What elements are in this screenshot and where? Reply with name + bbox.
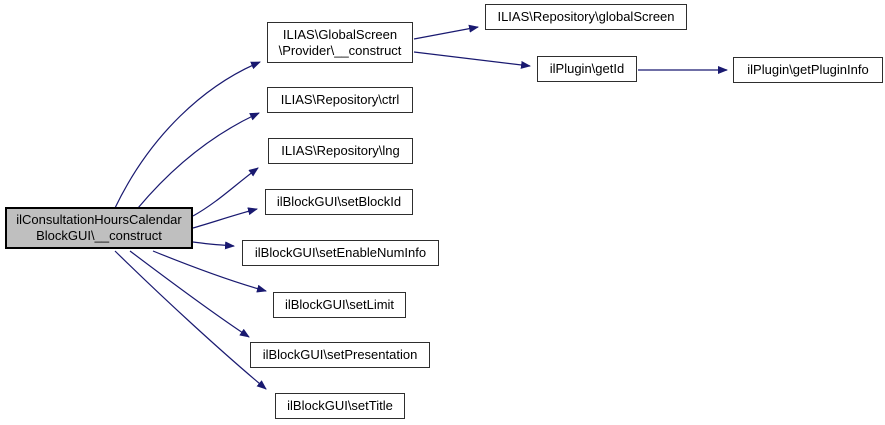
node-label: ILIAS\Repository\globalScreen — [497, 9, 675, 24]
edge-provider-globalscreen — [413, 24, 479, 40]
node-label: ilBlockGUI\setBlockId — [276, 194, 402, 209]
node-label: ILIAS\Repository\lng — [281, 143, 400, 158]
node-ilias-repository-ctrl[interactable]: ILIAS\Repository\ctrl — [267, 87, 413, 113]
node-ilconsultationhourscalendarblockgui-construct: ilConsultationHoursCalendar BlockGUI\__c… — [5, 207, 193, 249]
node-ilias-repository-lng[interactable]: ILIAS\Repository\lng — [268, 138, 413, 164]
node-ilblockgui-setlimit[interactable]: ilBlockGUI\setLimit — [273, 292, 406, 318]
node-label: ilBlockGUI\setEnableNumInfo — [254, 245, 427, 260]
edge-root-setenablenuminfo — [192, 241, 235, 250]
node-ilplugin-getplugininfo[interactable]: ilPlugin\getPluginInfo — [733, 57, 883, 83]
node-ilblockgui-setenablenuminfo[interactable]: ilBlockGUI\setEnableNumInfo — [242, 240, 439, 266]
node-label: ilBlockGUI\setLimit — [284, 297, 395, 312]
node-label: ilBlockGUI\setTitle — [287, 398, 393, 413]
node-ilblockgui-setpresentation[interactable]: ilBlockGUI\setPresentation — [250, 342, 430, 368]
edge-root-setpresentation — [129, 250, 250, 338]
node-ilias-repository-globalscreen[interactable]: ILIAS\Repository\globalScreen — [485, 4, 687, 30]
edge-root-lng — [192, 167, 259, 217]
edge-provider-getid — [413, 51, 531, 69]
edge-root-provider — [114, 61, 261, 209]
node-label: ilBlockGUI\setPresentation — [262, 347, 418, 362]
edge-root-setblockid — [192, 207, 258, 229]
node-label: ilConsultationHoursCalendar BlockGUI\__c… — [16, 212, 182, 243]
node-label: ILIAS\GlobalScreen \Provider\__construct — [278, 26, 402, 58]
node-ilblockgui-setblockid[interactable]: ilBlockGUI\setBlockId — [265, 189, 413, 215]
node-ilias-globalscreen-provider-construct[interactable]: ILIAS\GlobalScreen \Provider\__construct — [267, 22, 413, 63]
node-ilplugin-getid[interactable]: ilPlugin\getId — [537, 56, 637, 82]
edge-root-settitle — [114, 250, 267, 390]
edge-root-ctrl — [137, 112, 260, 209]
node-ilblockgui-settitle[interactable]: ilBlockGUI\setTitle — [275, 393, 405, 419]
node-label: ilPlugin\getId — [549, 61, 625, 76]
node-label: ILIAS\Repository\ctrl — [280, 92, 400, 107]
node-label: ilPlugin\getPluginInfo — [747, 62, 869, 77]
